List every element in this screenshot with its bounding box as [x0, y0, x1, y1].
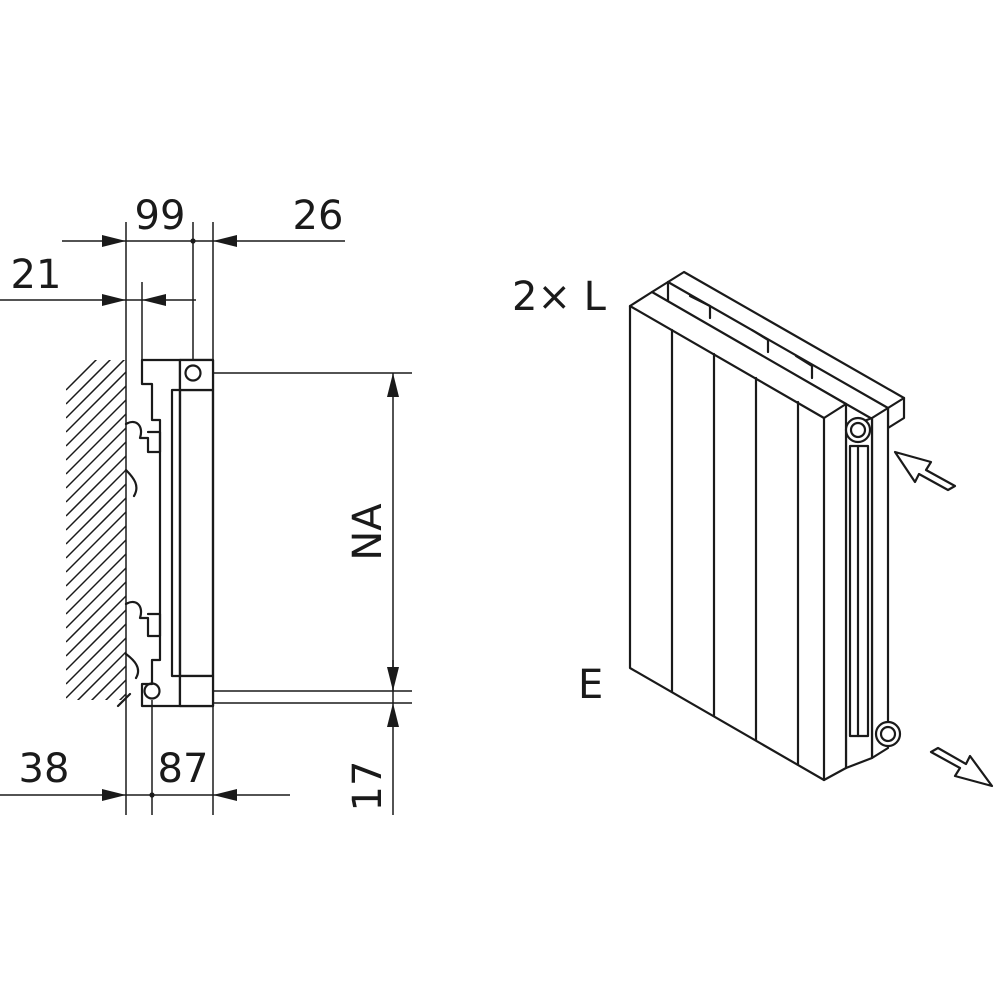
hatch-line: [66, 722, 126, 782]
hatch-line: [66, 455, 126, 517]
dimension-17-label: 17: [345, 761, 391, 812]
hatch-line: [66, 427, 126, 489]
hatch-line: [66, 360, 126, 419]
side-manifold: [870, 406, 890, 760]
hatch-line: [66, 736, 126, 796]
hatch-line: [66, 385, 126, 447]
dimension-na-label: NA: [345, 503, 391, 561]
hatch-line: [66, 413, 126, 475]
hatch-line: [66, 360, 112, 405]
upper-pipe-connection: [184, 364, 202, 382]
hatch-line: [118, 693, 126, 700]
radiator-profile: [116, 358, 215, 708]
inlet-arrow: [893, 450, 957, 492]
dimension-lines: [0, 235, 399, 815]
isometric-view: 2× L E: [512, 270, 994, 788]
hatch-line: [66, 609, 126, 671]
upper-wall-bracket: [124, 420, 162, 454]
wall-hatching: [66, 360, 126, 810]
hatch-line: [104, 679, 126, 700]
hatch-line: [66, 553, 126, 615]
hatch-line: [66, 581, 126, 643]
outlet-connection: [874, 720, 902, 748]
hatch-line: [66, 497, 126, 559]
lower-wall-bracket: [124, 600, 162, 638]
hatch-line: [66, 469, 126, 531]
dimension-21-label: 21: [11, 252, 62, 298]
hatch-line: [66, 360, 98, 391]
hatch-line: [66, 595, 126, 657]
dimension-99-label: 99: [135, 193, 186, 239]
hatch-line: [66, 511, 126, 573]
hatch-line: [66, 483, 126, 545]
dimension-38-label: 38: [19, 746, 70, 792]
hatch-line: [66, 441, 126, 503]
e-label: E: [578, 662, 603, 708]
hatch-line: [90, 665, 126, 700]
outlet-arrow: [929, 746, 994, 788]
hatch-line: [66, 539, 126, 601]
extension-lines: [125, 222, 412, 815]
hatch-line: [66, 750, 126, 810]
inlet-connection: [844, 416, 872, 444]
side-view: 99 26 21 38 87 17 NA: [0, 193, 412, 815]
dimension-26-label: 26: [293, 193, 344, 239]
hatch-line: [66, 637, 126, 699]
hatch-line: [66, 399, 126, 461]
hatch-line: [66, 623, 126, 685]
hatch-line: [66, 371, 126, 433]
lower-pipe-connection: [143, 682, 161, 700]
hatch-line: [66, 567, 126, 629]
hatch-line: [66, 525, 126, 587]
hatch-line: [66, 708, 126, 768]
dimension-87-label: 87: [158, 746, 209, 792]
two-l-label: 2× L: [512, 274, 607, 320]
hatch-line: [76, 651, 126, 700]
